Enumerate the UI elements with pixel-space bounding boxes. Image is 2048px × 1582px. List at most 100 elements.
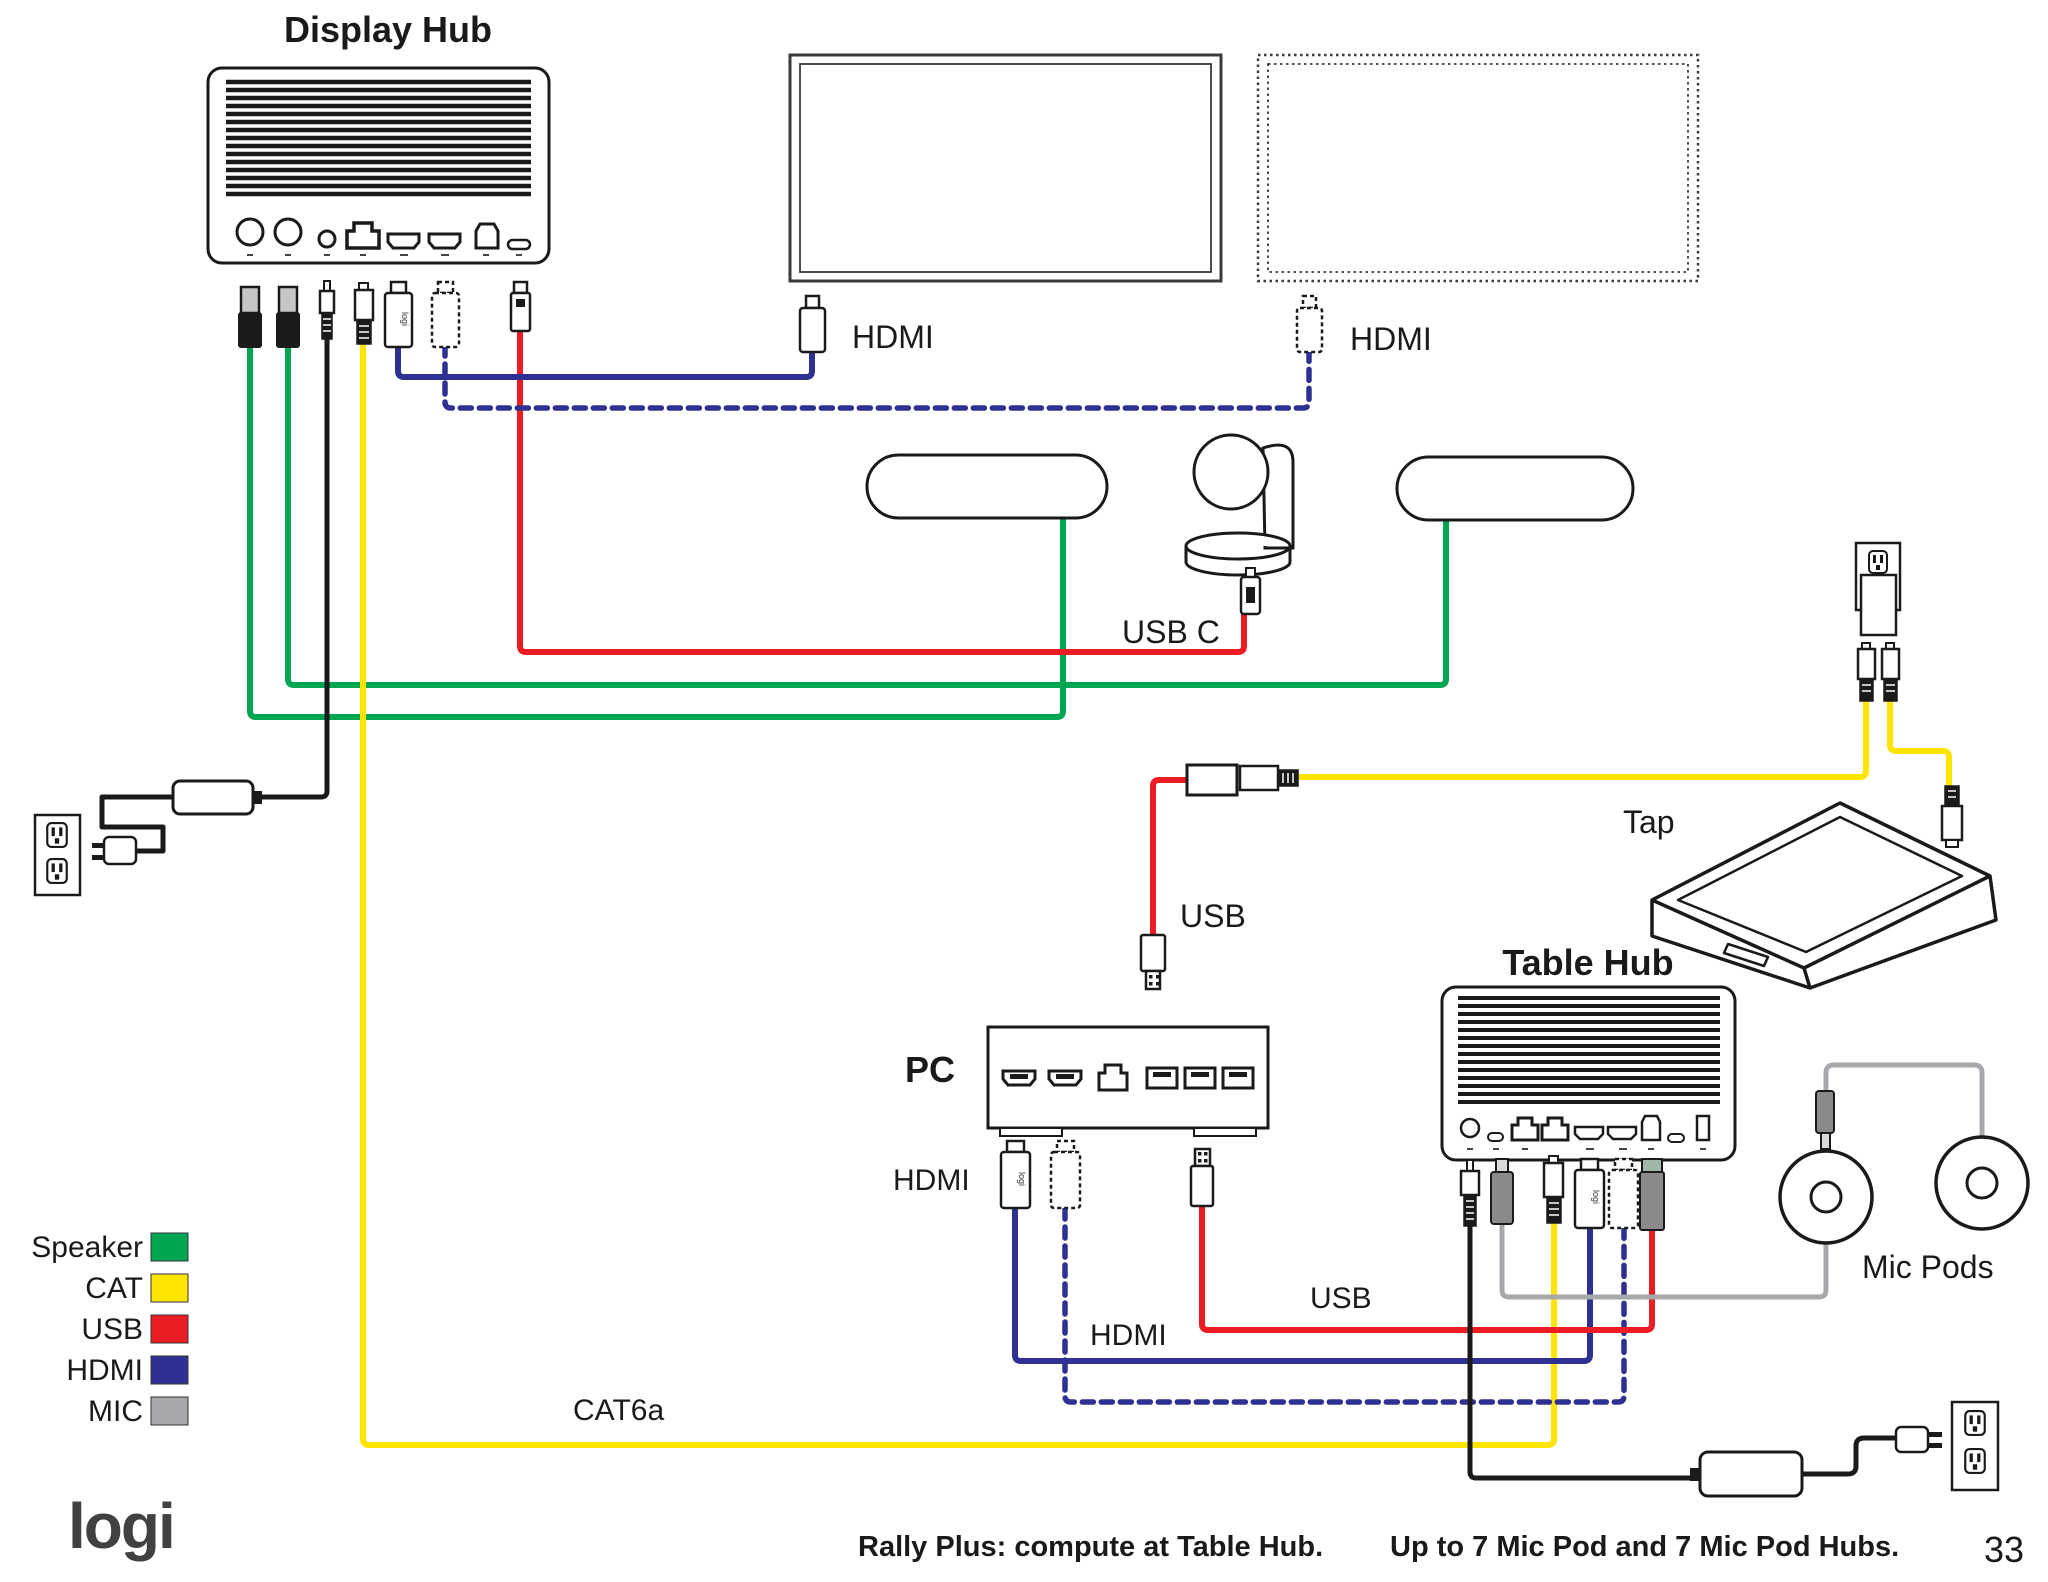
display-hub-title: Display Hub — [284, 9, 492, 50]
legend-label-hdmi: HDMI — [66, 1354, 143, 1387]
coupler-rj45-plug — [1238, 764, 1299, 792]
injector-rj45-plugs — [1856, 642, 1901, 702]
speaker-right — [1395, 455, 1635, 522]
table-hub-connectors: logi — [1459, 1155, 1665, 1231]
display1-hdmi-plug — [798, 294, 827, 354]
footer-caption-left: Rally Plus: compute at Table Hub. — [858, 1531, 1323, 1563]
tap-title: Tap — [1623, 804, 1675, 840]
display-hub-connectors: logi — [238, 280, 532, 349]
ptz-camera — [1184, 433, 1295, 577]
speaker-plug-1 — [238, 285, 262, 348]
th-mic-plug-gray — [1490, 1158, 1514, 1225]
logi-logo: logi — [68, 1490, 174, 1562]
th-hdmi-plug-dotted — [1607, 1157, 1640, 1230]
camera-usbc-cable — [517, 325, 1247, 655]
tap-usb-label: USB — [1180, 898, 1246, 934]
display2-hdmi-plug-dotted — [1295, 294, 1324, 354]
display-hub-ports — [235, 217, 532, 251]
display-hub-port-glyphs — [247, 254, 522, 256]
legend-swatch-speaker — [150, 1232, 189, 1262]
table-hub-ports — [1459, 1114, 1711, 1143]
tap-power-injector — [1859, 573, 1898, 637]
usb-plug-red-cable — [509, 280, 532, 333]
tap-cat-cable-short — [1887, 697, 1952, 791]
hdmi-plug-dotted — [430, 280, 461, 349]
usbc-label: USB C — [1122, 614, 1220, 650]
tap-cat-cable-long — [1295, 697, 1869, 780]
table-hub-power-cable — [1467, 1223, 1695, 1481]
th-cat-plug — [1542, 1155, 1565, 1224]
pc-ports — [1001, 1063, 1255, 1092]
tap-device — [1650, 801, 1998, 990]
display-hub-vents — [226, 79, 531, 197]
pc-title: PC — [905, 1049, 955, 1090]
th-power-plug — [1459, 1159, 1481, 1227]
display-1 — [788, 53, 1223, 283]
legend-swatch-cat — [150, 1273, 189, 1303]
legend-label-cat: CAT — [85, 1272, 143, 1305]
pc-hdmi-cable — [1012, 1205, 1593, 1364]
speaker-left — [865, 453, 1109, 520]
tap-usb-cable — [1150, 777, 1192, 938]
legend-swatch-usb — [150, 1314, 189, 1344]
cat6a-cable — [360, 338, 1557, 1448]
power-plug — [318, 280, 336, 340]
footer-caption-right: Up to 7 Mic Pod and 7 Mic Pod Hubs. — [1390, 1531, 1899, 1563]
table-hub-port-glyphs — [1467, 1148, 1706, 1150]
pc-hdmi-plug-solid: logi — [999, 1139, 1032, 1210]
legend: Speaker CAT USB HDMI MIC — [31, 1231, 189, 1428]
table-hub — [1440, 985, 1737, 1162]
legend-label-usb: USB — [81, 1313, 143, 1346]
hdmi-plug-brand: logi — [400, 312, 410, 326]
pc-usb-cable — [1199, 1203, 1655, 1333]
display2-hdmi-label: HDMI — [1350, 321, 1432, 357]
mic-chain-plug — [1815, 1090, 1835, 1150]
display-2-dotted — [1256, 53, 1700, 283]
mic-pods-label: Mic Pods — [1862, 1249, 1994, 1285]
table-hub-power-plug — [1894, 1425, 1942, 1454]
table-hub-power-outlet — [1950, 1400, 2000, 1492]
th-hdmi-plug-brand: logi — [1591, 1190, 1601, 1204]
pc-hdmi-cable-dashed — [1062, 1205, 1627, 1405]
display-hub-power-plug — [92, 835, 138, 866]
pc-hdmi-plug-brand: logi — [1017, 1172, 1027, 1186]
tap-usb-plug — [1139, 933, 1167, 991]
display-hub-power-cord — [99, 794, 176, 854]
legend-label-mic: MIC — [88, 1395, 143, 1428]
table-hub-title: Table Hub — [1502, 942, 1673, 983]
table-hub-vents — [1458, 996, 1720, 1104]
table-hub-power-brick — [1690, 1450, 1804, 1498]
speaker-cable-left — [247, 342, 1066, 720]
mic-cable-hub-to-pod1 — [1499, 1221, 1829, 1300]
tap-rj45-plug — [1940, 785, 1964, 848]
display-hub — [206, 66, 551, 265]
cat-plug — [353, 282, 375, 345]
cat6a-label: CAT6a — [573, 1394, 664, 1427]
hdmi-run-label: HDMI — [1090, 1319, 1167, 1352]
legend-label-speaker: Speaker — [31, 1231, 143, 1264]
th-usb-plug-red — [1639, 1158, 1665, 1231]
speaker-plug-2 — [276, 285, 300, 348]
th-hdmi-plug-solid: logi — [1573, 1157, 1606, 1230]
pc-usb-plug-red — [1189, 1147, 1215, 1208]
hdmi-cable-display2-dashed — [442, 342, 1312, 411]
legend-swatch-mic — [150, 1396, 189, 1426]
pc-connectors: logi — [999, 1139, 1215, 1210]
display-hub-power-outlet — [33, 813, 82, 897]
display1-hdmi-label: HDMI — [852, 319, 934, 355]
mic-cable-pod2-to-pod1 — [1823, 1062, 1985, 1141]
speaker-cable-right — [285, 342, 1449, 688]
cables — [99, 325, 1985, 1481]
tap-power-outlet — [1854, 541, 1902, 637]
hdmi-plug-solid: logi — [383, 280, 414, 349]
pc-hdmi-plug-dotted — [1049, 1139, 1082, 1210]
hdmi-cable-display1 — [395, 342, 815, 380]
table-hub-power-cord — [1799, 1435, 1899, 1477]
pc-hdmi-label: HDMI — [893, 1164, 970, 1197]
page-number: 33 — [1984, 1529, 2024, 1570]
display-hub-power-cable — [256, 335, 330, 800]
display-hub-power-brick — [171, 779, 262, 816]
legend-swatch-hdmi — [150, 1355, 189, 1385]
